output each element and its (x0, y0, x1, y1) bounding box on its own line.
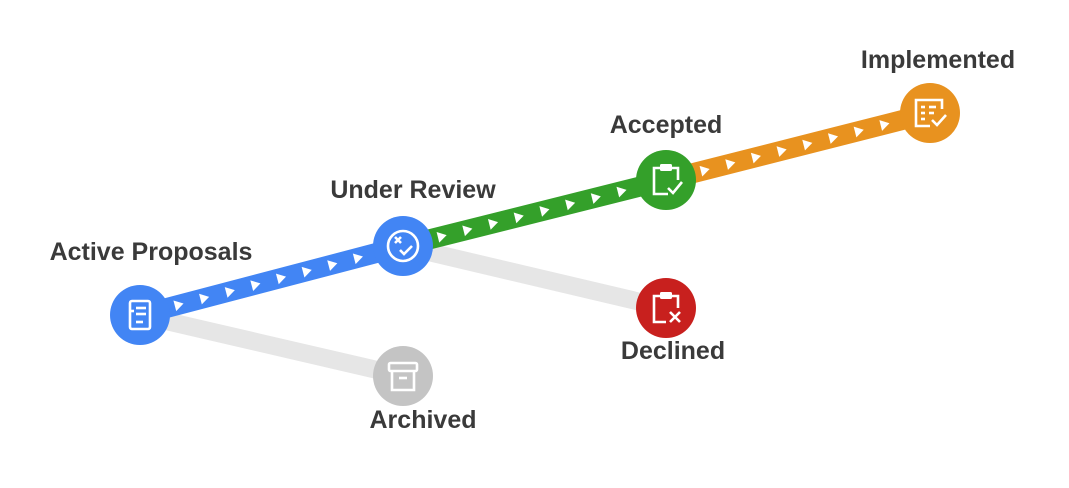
document-icon (128, 299, 152, 331)
direction-arrow-icon (725, 159, 736, 170)
edge-active-to-archived (137, 306, 406, 385)
direction-arrow-icon (224, 287, 235, 298)
node-accepted[interactable] (636, 150, 696, 210)
label-archived: Archived (369, 406, 477, 434)
direction-arrow-icon (590, 193, 601, 204)
direction-arrow-icon (462, 225, 473, 237)
node-under-review[interactable] (373, 216, 433, 276)
edge-review-to-declined (400, 237, 669, 317)
direction-arrow-icon (539, 206, 550, 217)
node-archived[interactable] (373, 346, 433, 406)
direction-arrow-icon (275, 273, 287, 285)
clipboard-check-icon (652, 164, 684, 196)
direction-arrow-icon (301, 266, 312, 278)
direction-arrow-icon (327, 260, 338, 271)
label-accepted: Accepted (609, 111, 723, 139)
direction-arrow-icon (173, 300, 184, 312)
node-declined[interactable] (636, 278, 696, 338)
checklist-icon (914, 98, 947, 128)
direction-arrow-icon (513, 212, 524, 224)
review-badge-icon (386, 229, 420, 263)
node-circle (373, 346, 433, 406)
direction-arrow-icon (199, 293, 210, 305)
label-declined: Declined (620, 337, 726, 365)
node-circle (636, 150, 696, 210)
direction-arrow-icon (352, 253, 363, 265)
clipboard-x-icon (652, 292, 681, 324)
direction-arrow-icon (802, 139, 813, 151)
node-circle (373, 216, 433, 276)
node-implemented[interactable] (900, 83, 960, 143)
direction-arrow-icon (565, 199, 576, 211)
node-active-proposals[interactable] (110, 285, 170, 345)
label-under-review: Under Review (330, 176, 496, 204)
archive-box-icon (387, 361, 419, 392)
label-active-proposals: Active Proposals (49, 238, 253, 266)
direction-arrow-icon (776, 146, 787, 157)
label-implemented: Implemented (860, 46, 1016, 74)
edges-layer (137, 103, 933, 385)
direction-arrow-icon (699, 165, 710, 177)
direction-arrow-icon (436, 231, 447, 243)
direction-arrow-icon (827, 133, 839, 144)
direction-arrow-icon (853, 126, 864, 138)
direction-arrow-icon (750, 152, 761, 164)
direction-arrow-icon (616, 186, 627, 198)
node-circle (636, 278, 696, 338)
direction-arrow-icon (250, 280, 261, 292)
direction-arrow-icon (487, 219, 499, 230)
direction-arrow-icon (879, 120, 890, 131)
